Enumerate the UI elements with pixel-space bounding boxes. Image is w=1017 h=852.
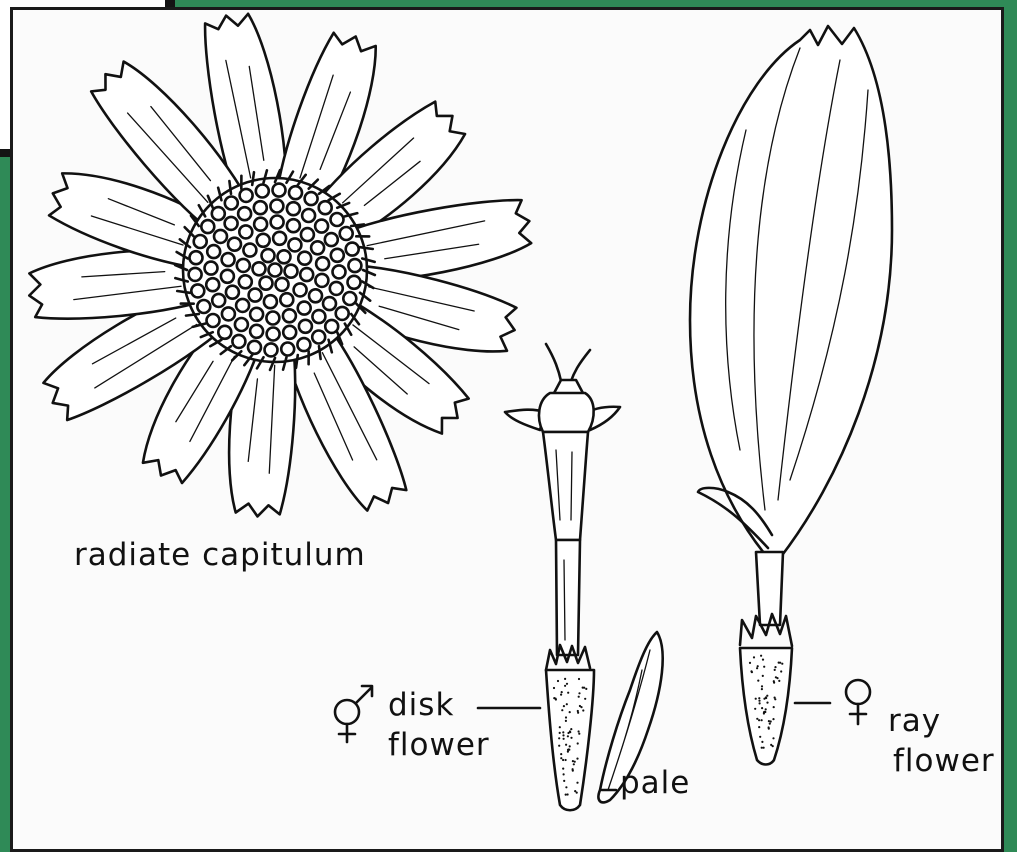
ray-flower-drawing	[690, 26, 892, 765]
female-symbol-icon	[846, 680, 870, 724]
ray-flower-label-line1: ray	[888, 704, 941, 738]
capitulum-label: radiate capitulum	[74, 538, 366, 572]
disk-flower-label-line2: flower	[388, 728, 490, 762]
pale-label: pale	[620, 766, 690, 800]
disk-flower-label-line1: disk	[388, 688, 454, 722]
male-female-symbol-icon	[335, 686, 372, 742]
disk-flower-drawing	[505, 344, 620, 810]
ray-flower-label-line2: flower	[893, 744, 995, 778]
